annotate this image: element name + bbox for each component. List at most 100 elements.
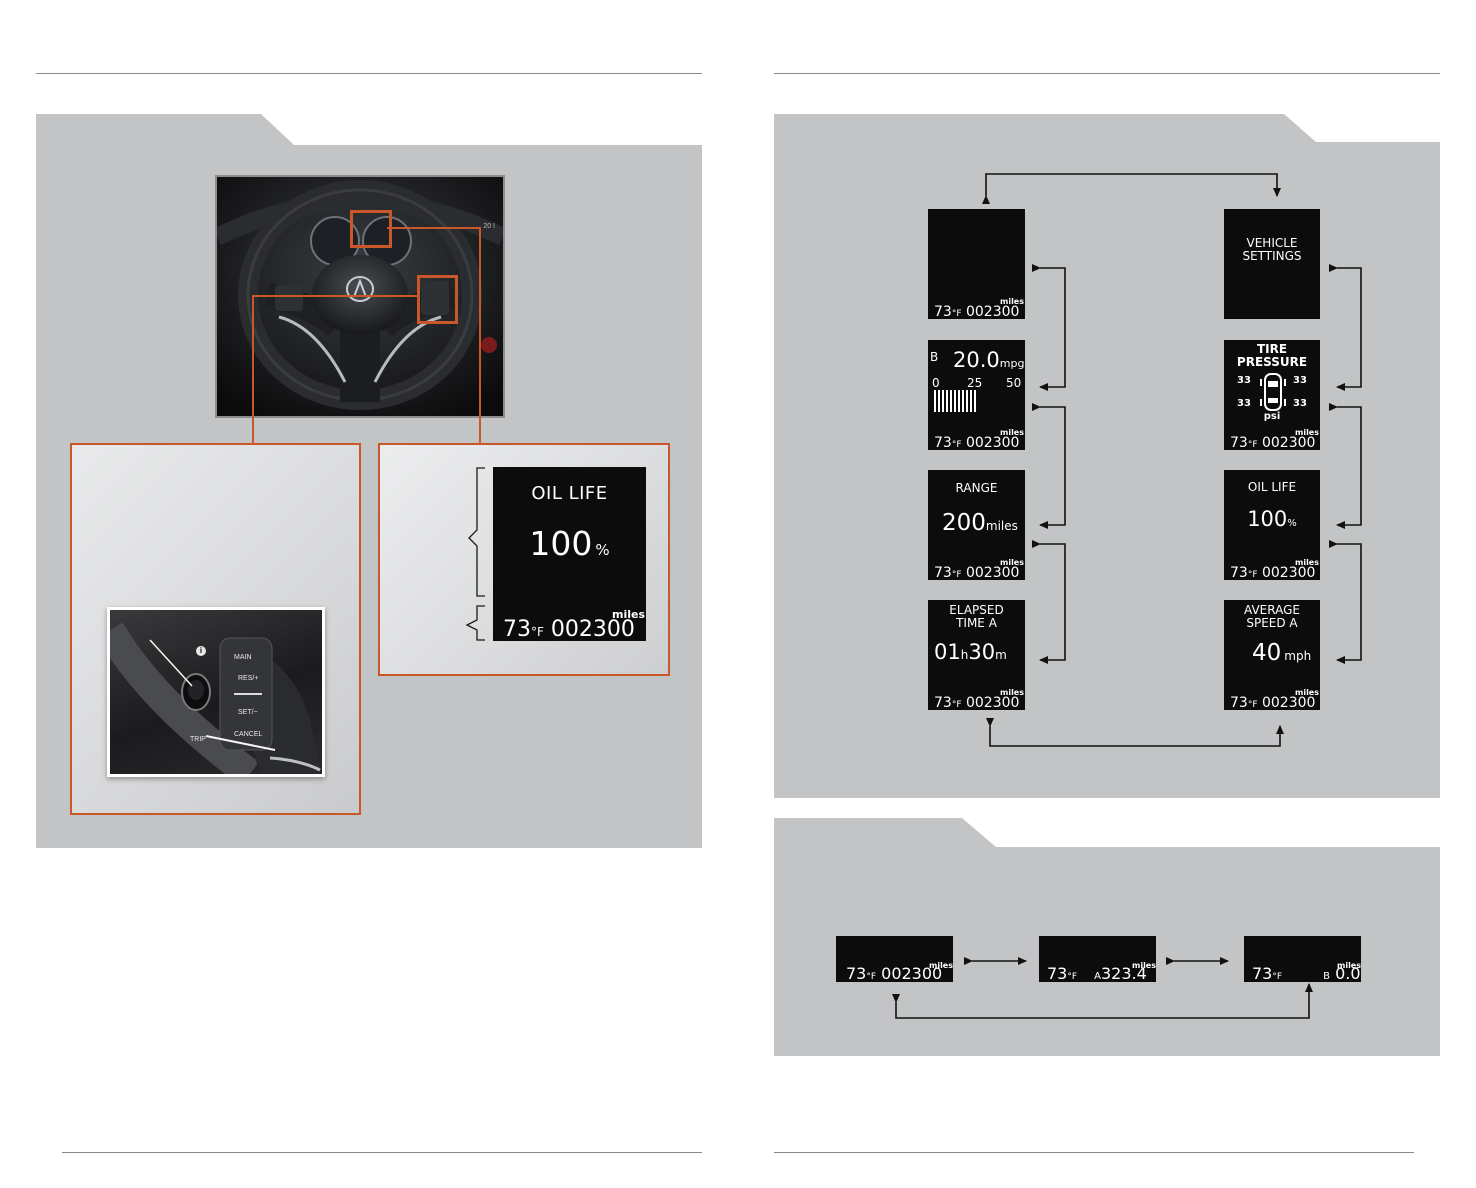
odometer-value: 002300 <box>1261 565 1316 580</box>
fuel-value: 20.0 <box>953 348 1000 372</box>
info-icon: i <box>196 646 206 656</box>
trip-letter: A <box>1094 971 1101 982</box>
scale-50: 50 <box>1006 376 1022 390</box>
scale-0: 0 <box>932 376 940 390</box>
fuel-unit: mpg <box>999 357 1025 370</box>
temp-odometer-line: 73°F 002300 <box>934 435 1019 450</box>
screen-fuel-economy: B 20.0mpg 0 25 50 miles 73°F 002300 <box>928 340 1025 450</box>
average-speed-unit: mph <box>1284 649 1312 663</box>
vehicle-settings-title: VEHICLE SETTINGS <box>1242 236 1302 263</box>
bottom-rule-left <box>62 1152 702 1153</box>
temp-value: 73 <box>934 565 952 580</box>
temp-unit: °F <box>951 440 962 450</box>
switch-highlight <box>417 275 458 324</box>
trip-strip-a: miles 73°F A323.4 <box>1039 936 1156 982</box>
display-brackets <box>465 467 485 641</box>
screen-elapsed-time: ELAPSED TIME A 01h30m miles 73°F 002300 <box>928 600 1025 710</box>
odometer-value: 002300 <box>965 435 1020 450</box>
temp-unit: °F <box>1247 570 1258 580</box>
average-speed-title: AVERAGE SPEED A <box>1244 603 1300 630</box>
display-highlight <box>350 210 392 248</box>
average-speed-value: 40 <box>1252 640 1282 666</box>
bottom-rule-right <box>774 1152 1414 1153</box>
temp-odometer-line: 73°F 002300 <box>934 565 1019 580</box>
oil-life-title: OIL LIFE <box>531 483 608 504</box>
odometer-value: 002300 <box>1261 695 1316 710</box>
odo-unit: miles <box>1294 558 1319 567</box>
top-rule-right <box>774 73 1440 74</box>
wheel-badge-text: 20 I <box>483 223 495 230</box>
odo-unit: miles <box>1294 428 1319 437</box>
fuel-history-bars <box>934 390 976 412</box>
temp-value: 73 <box>934 695 952 710</box>
temp-odometer-line: 73°F 002300 <box>1230 435 1315 450</box>
cancel-button-label: CANCEL <box>234 731 263 738</box>
oil-life-value: 100 <box>529 524 593 563</box>
temp-value: 73 <box>846 964 867 982</box>
car-top-view-icon <box>1260 373 1286 411</box>
screen-range: RANGE 200miles miles 73°F 002300 <box>928 470 1025 580</box>
tire-fl: 33 <box>1237 375 1251 386</box>
odo-unit: miles <box>1336 961 1361 970</box>
flow-arrows <box>982 173 1362 747</box>
set-button-label: SET/− <box>238 709 258 716</box>
temp-odometer-line: 73°F 002300 <box>934 695 1019 710</box>
temp-value: 73 <box>1252 964 1273 982</box>
steering-switch-photo: i MAIN RES/+ SET/− CANCEL TRIP <box>107 607 325 777</box>
main-button-label: MAIN <box>234 654 252 661</box>
temp-unit: °F <box>1247 700 1258 710</box>
odo-unit: miles <box>1294 688 1319 697</box>
res-button-label: RES/+ <box>238 675 259 682</box>
trip-value: 0.0 <box>1335 964 1361 982</box>
elapsed-hours: 01 <box>934 640 961 664</box>
odometer-value: 002300 <box>965 695 1020 710</box>
range-title: RANGE <box>955 481 998 495</box>
temp-odometer-line: 73°F 002300 <box>1230 695 1315 710</box>
temp-odometer-line: 73°F 002300 <box>1230 565 1315 580</box>
odometer-value: 002300 <box>1261 435 1316 450</box>
elapsed-title: ELAPSED TIME A <box>949 603 1004 630</box>
top-rule-left <box>36 73 702 74</box>
temp-odometer-line: 73°F 002300 <box>934 304 1019 319</box>
temp-trip-line: 73°F B 0.0 <box>1252 964 1361 982</box>
tire-rl: 33 <box>1237 398 1251 409</box>
temp-value: 73 <box>934 435 952 450</box>
trip-strip-arrows <box>892 957 1313 1019</box>
odometer-value: 002300 <box>881 964 943 982</box>
temp-value: 73 <box>934 304 952 319</box>
odo-unit: miles <box>999 297 1024 306</box>
odometer-value: 002300 <box>550 617 635 641</box>
odo-unit-label: miles <box>611 608 645 621</box>
trip-strip-b: miles 73°F B 0.0 <box>1244 936 1361 982</box>
trip-strip-odometer: miles 73°F 002300 <box>836 936 953 982</box>
temp-unit: °F <box>951 309 962 319</box>
temp-odometer-line: 73°F 002300 <box>846 964 942 982</box>
temp-trip-line: 73°F A323.4 <box>1047 964 1147 982</box>
temp-value: 73 <box>503 617 531 641</box>
oil-life-display-large: OIL LIFE 100% miles 73°F 002300 <box>493 467 646 641</box>
odo-unit: miles <box>999 688 1024 697</box>
temp-unit: °F <box>1247 440 1258 450</box>
trip-letter: B <box>930 350 939 364</box>
oil-life-unit: % <box>595 541 610 559</box>
tire-fr: 33 <box>1293 375 1307 386</box>
trip-button-label: TRIP <box>190 736 206 743</box>
screen-blank: miles 73°F 002300 <box>928 209 1025 319</box>
odo-unit: miles <box>928 961 953 970</box>
odo-unit: miles <box>1131 961 1156 970</box>
oil-life-value-small: 100 <box>1247 507 1288 531</box>
temp-value: 73 <box>1230 435 1248 450</box>
odo-unit: miles <box>999 428 1024 437</box>
oil-life-unit-small: % <box>1287 518 1297 529</box>
scale-25: 25 <box>967 376 983 390</box>
range-unit: miles <box>985 519 1018 533</box>
temp-unit: °F <box>1272 972 1283 982</box>
temp-unit: °F <box>951 700 962 710</box>
elapsed-h-unit: h <box>960 648 969 662</box>
tire-pressure-title: TIRE PRESSURE <box>1236 342 1308 369</box>
temp-value: 73 <box>1230 695 1248 710</box>
tire-unit: psi <box>1263 411 1281 422</box>
tire-rr: 33 <box>1293 398 1307 409</box>
temp-value: 73 <box>1230 565 1248 580</box>
